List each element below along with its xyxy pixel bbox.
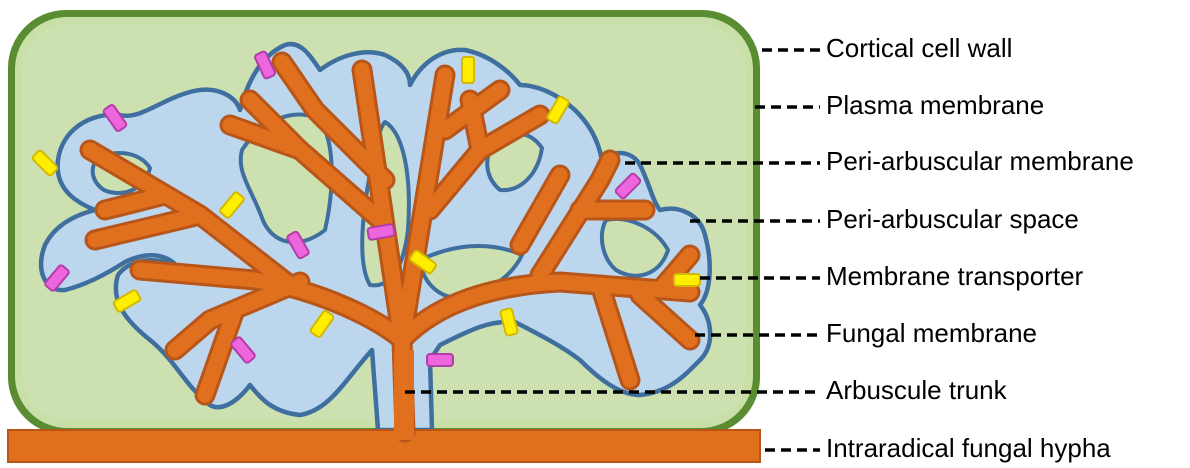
label-fungal-membrane: Fungal membrane	[826, 318, 1037, 348]
labels: Cortical cell wall Plasma membrane Peri-…	[826, 33, 1134, 463]
transporter-yellow-icon	[674, 274, 700, 286]
label-membrane-transporter: Membrane transporter	[826, 261, 1084, 291]
label-cortical-cell-wall: Cortical cell wall	[826, 33, 1012, 63]
label-intraradical-fungal-hypha: Intraradical fungal hypha	[826, 433, 1111, 463]
label-peri-arbuscular-space: Peri-arbuscular space	[826, 204, 1079, 234]
arbuscule-trunk	[394, 350, 414, 440]
transporter-magenta-icon	[427, 354, 453, 366]
label-arbuscule-trunk: Arbuscule trunk	[826, 375, 1008, 405]
label-plasma-membrane: Plasma membrane	[826, 90, 1044, 120]
intraradical-fungal-hypha	[8, 430, 760, 462]
transporter-yellow-icon	[462, 57, 474, 83]
label-peri-arbuscular-membrane: Peri-arbuscular membrane	[826, 146, 1134, 176]
